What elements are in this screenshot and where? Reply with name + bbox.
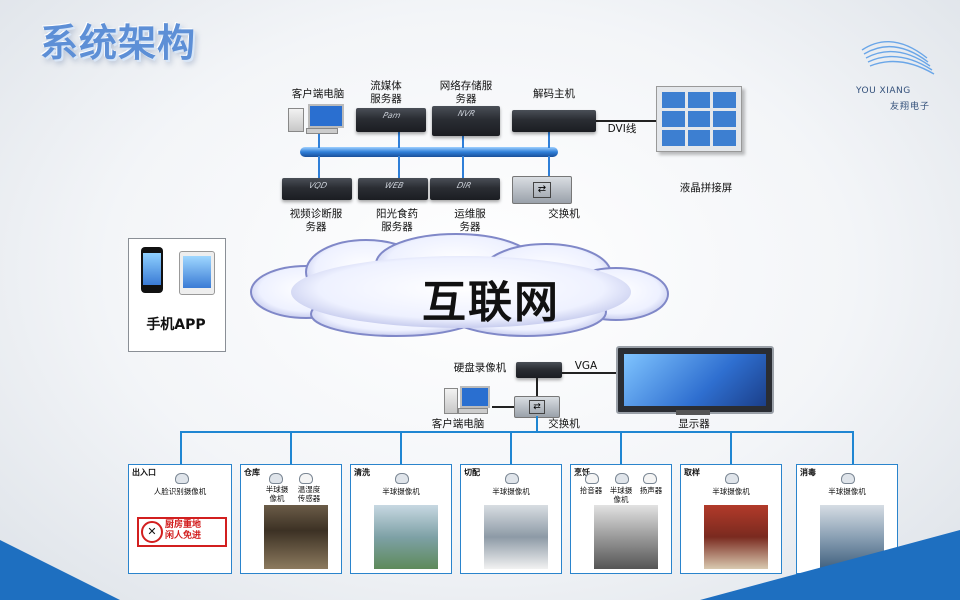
site-client-pc-icon: [444, 384, 490, 416]
iphone-icon: [141, 247, 163, 293]
vga-label: VGA: [574, 360, 598, 372]
vqd-server-icon: VQD: [282, 178, 352, 200]
zone-cooking: 烹饪 拾音器 半球摄 像机 扬声器: [570, 464, 672, 574]
site-switch-icon: ⇄: [514, 396, 560, 418]
zone-warehouse: 仓库 半球摄 像机 温湿度 传感器: [240, 464, 342, 574]
monitor-label: 显示器: [678, 418, 710, 430]
page-title: 系统架构: [40, 21, 197, 65]
zone-cutting: 切配 半球摄像机: [460, 464, 562, 574]
ipad-icon: [179, 251, 215, 295]
distribution-line: [180, 431, 854, 433]
link-nas: [462, 134, 464, 148]
switch-to-distribution: [536, 416, 538, 432]
logo-swirl-icon: [861, 41, 935, 75]
warehouse-photo: [264, 505, 328, 569]
zone-sampling: 取样 半球摄像机: [680, 464, 782, 574]
lcd-wall-icon: [656, 86, 742, 152]
site-client-pc-label: 客户端电脑: [431, 418, 485, 430]
mobile-app-box: [128, 238, 226, 352]
dome-camera-icon: [395, 473, 409, 484]
link-client: [318, 128, 320, 148]
internet-cloud-icon: [250, 233, 669, 337]
cutting-photo: [484, 505, 548, 569]
client-pc-label: 客户端电脑: [291, 88, 345, 100]
sensor-icon: [299, 473, 313, 484]
bottom-wave-decoration: [0, 530, 960, 600]
dvr-icon: [516, 362, 562, 378]
client-pc-icon: [288, 104, 344, 134]
dome-camera-icon: [725, 473, 739, 484]
ops-server-label: 运维服 务器: [454, 208, 486, 233]
dvr-label: 硬盘录像机: [453, 362, 507, 374]
washing-photo: [374, 505, 438, 569]
zone-washing: 清洗 半球摄像机: [350, 464, 452, 574]
logo-chinese: 友翔电子: [890, 102, 931, 112]
company-logo: [852, 30, 942, 110]
speaker-icon: [643, 473, 657, 484]
link-switch: [548, 156, 550, 178]
lcd-wall-label: 液晶拼接屏: [679, 182, 733, 194]
face-camera-icon: [175, 473, 189, 484]
link-web: [398, 156, 400, 178]
vga-cable: [562, 372, 618, 374]
dome-camera-icon: [841, 473, 855, 484]
network-bus: [300, 147, 558, 157]
dvi-label: DVI线: [607, 123, 637, 135]
zone-entrance: 出入口 人脸识别摄像机 ✕ 厨房重地 闲人免进: [128, 464, 232, 574]
dir-server-icon: DIR: [430, 178, 500, 200]
link-vqd: [318, 156, 320, 178]
web-server-icon: WEB: [358, 178, 428, 200]
link-dir: [462, 156, 464, 178]
decoder-icon: [512, 110, 596, 132]
nas-server-label: 网络存储服 务器: [439, 80, 493, 105]
sampling-photo: [704, 505, 768, 569]
top-switch-label: 交换机: [548, 208, 580, 220]
nas-server-icon: NVR: [432, 106, 500, 136]
monitor-icon: [616, 346, 774, 414]
site-switch-label: 交换机: [548, 418, 580, 430]
logo-english: YOU XIANG: [856, 86, 911, 96]
dvr-switch-link: [536, 378, 538, 398]
dvi-cable: [596, 120, 658, 122]
cooking-photo: [594, 505, 658, 569]
link-streaming: [398, 132, 400, 148]
internet-label: 互联网: [422, 277, 560, 328]
video-diag-server-label: 视频诊断服 务器: [289, 208, 343, 233]
top-switch-icon: ⇄: [512, 176, 572, 204]
microphone-icon: [585, 473, 599, 484]
pc-switch-link: [492, 406, 514, 408]
no-entry-sign: ✕ 厨房重地 闲人免进: [137, 517, 227, 547]
dome-camera-icon: [615, 473, 629, 484]
mobile-app-label: 手机APP: [146, 317, 206, 333]
sunshine-server-label: 阳光食药 服务器: [376, 208, 418, 233]
streaming-server-label: 流媒体 服务器: [370, 80, 402, 105]
streaming-server-icon: Pam: [356, 108, 426, 132]
dome-camera-icon: [505, 473, 519, 484]
dome-camera-icon: [269, 473, 283, 484]
decoder-label: 解码主机: [533, 88, 575, 100]
monitor-stand: [676, 410, 710, 415]
link-decoder: [548, 132, 550, 148]
